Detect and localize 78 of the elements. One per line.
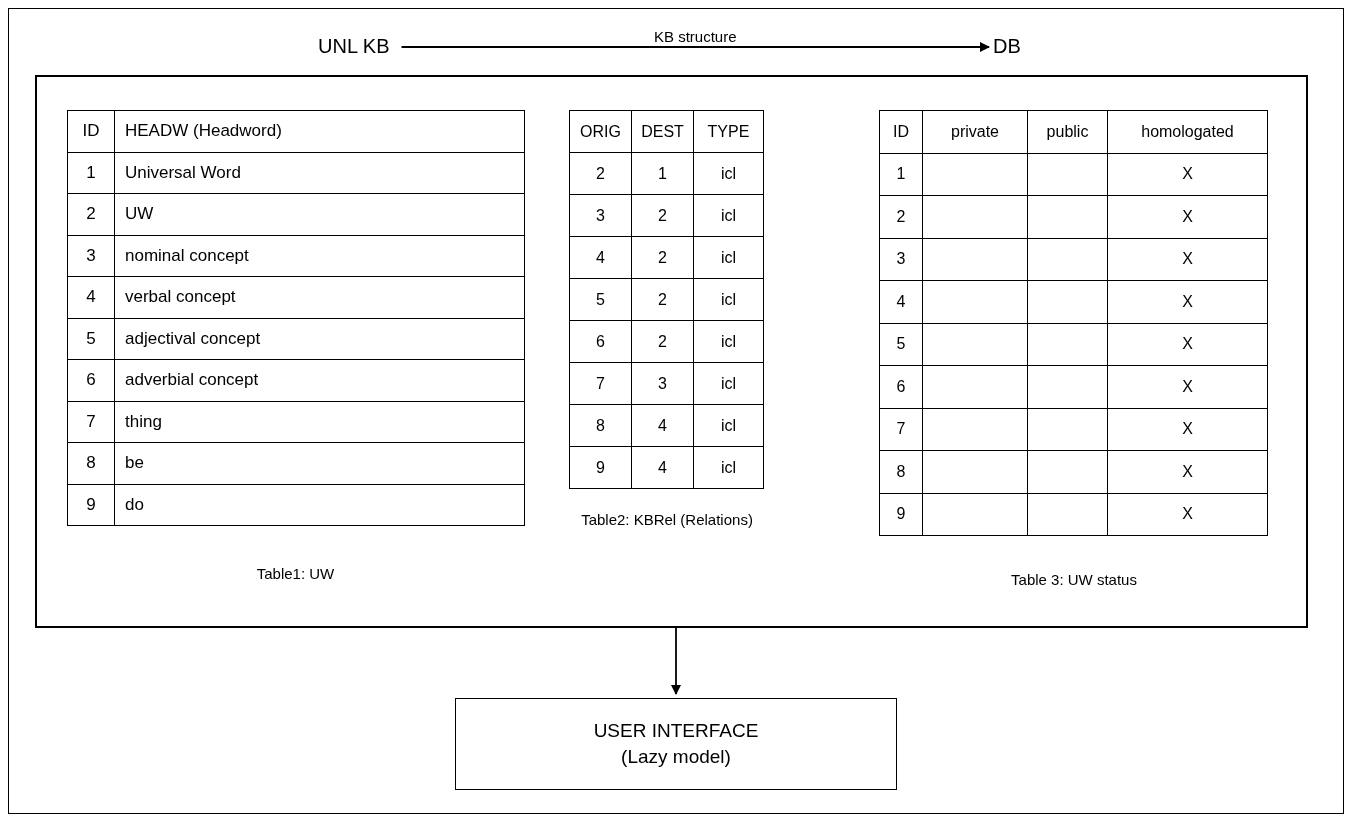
table-cell: homologated	[1108, 111, 1268, 154]
table-cell: X	[1108, 196, 1268, 239]
table-cell: X	[1108, 281, 1268, 324]
table-cell: 9	[68, 484, 115, 526]
table-cell: 1	[880, 153, 923, 196]
table-cell: 2	[68, 194, 115, 236]
table-cell: 7	[880, 408, 923, 451]
frame-box	[35, 75, 1308, 628]
table-cell: 1	[632, 153, 694, 195]
table-cell: 1	[68, 152, 115, 194]
table-cell: 4	[68, 277, 115, 319]
table-cell: icl	[694, 447, 764, 489]
table-cell: X	[1108, 238, 1268, 281]
table-cell: thing	[115, 401, 525, 443]
table-cell: 4	[632, 405, 694, 447]
table-cell: 5	[68, 318, 115, 360]
table-cell: adverbial concept	[115, 360, 525, 402]
arrow	[400, 42, 990, 52]
table-cell: X	[1108, 153, 1268, 196]
table-cell: X	[1108, 451, 1268, 494]
table-cell: 3	[632, 363, 694, 405]
table-cell: 3	[68, 235, 115, 277]
table-cell: 7	[68, 401, 115, 443]
table-cell: DEST	[632, 111, 694, 153]
table-cell: icl	[694, 363, 764, 405]
table-cell: icl	[694, 405, 764, 447]
table-cell: 9	[570, 447, 632, 489]
table-cell: private	[923, 111, 1028, 154]
table-cell: icl	[694, 321, 764, 363]
table-cell: verbal concept	[115, 277, 525, 319]
node-label: DB	[993, 34, 1021, 58]
table-cell: icl	[694, 279, 764, 321]
table-cell: Universal Word	[115, 152, 525, 194]
table-cell: X	[1108, 366, 1268, 409]
table-caption: Table2: KBRel (Relations)	[580, 511, 754, 529]
table-cell: 8	[68, 443, 115, 485]
table-cell: X	[1108, 493, 1268, 536]
table-cell: 7	[570, 363, 632, 405]
table-cell: 4	[632, 447, 694, 489]
table-cell: ID	[880, 111, 923, 154]
table-cell: TYPE	[694, 111, 764, 153]
table-cell: nominal concept	[115, 235, 525, 277]
table-cell: 5	[570, 279, 632, 321]
table-cell: 5	[880, 323, 923, 366]
table-caption: Table1: UW	[255, 565, 336, 583]
table-cell: 2	[570, 153, 632, 195]
table-cell: ORIG	[570, 111, 632, 153]
table-cell: 3	[570, 195, 632, 237]
table-cell: 2	[632, 237, 694, 279]
table-cell: 6	[68, 360, 115, 402]
table-cell: ID	[68, 111, 115, 153]
table-cell: 8	[880, 451, 923, 494]
table-cell: icl	[694, 153, 764, 195]
table-cell: 8	[570, 405, 632, 447]
table-cell: X	[1108, 408, 1268, 451]
table-cell: 9	[880, 493, 923, 536]
table-cell: 4	[880, 281, 923, 324]
table-cell: 2	[632, 195, 694, 237]
table-cell: icl	[694, 195, 764, 237]
table-cell: X	[1108, 323, 1268, 366]
table-cell: 2	[880, 196, 923, 239]
table-cell: HEADW (Headword)	[115, 111, 525, 153]
arrow	[671, 627, 681, 695]
table-cell: do	[115, 484, 525, 526]
table-cell: UW	[115, 194, 525, 236]
table-caption: Table 3: UW status	[1010, 571, 1138, 589]
process-box: USER INTERFACE (Lazy model)	[455, 698, 897, 790]
table-cell: public	[1028, 111, 1108, 154]
table-cell: 4	[570, 237, 632, 279]
table-cell: 6	[880, 366, 923, 409]
table-cell: 3	[880, 238, 923, 281]
table-cell: be	[115, 443, 525, 485]
table-cell: adjectival concept	[115, 318, 525, 360]
table-cell: 6	[570, 321, 632, 363]
table-cell: 2	[632, 321, 694, 363]
table-cell: icl	[694, 237, 764, 279]
table-cell: 2	[632, 279, 694, 321]
node-label: UNL KB	[318, 34, 390, 58]
